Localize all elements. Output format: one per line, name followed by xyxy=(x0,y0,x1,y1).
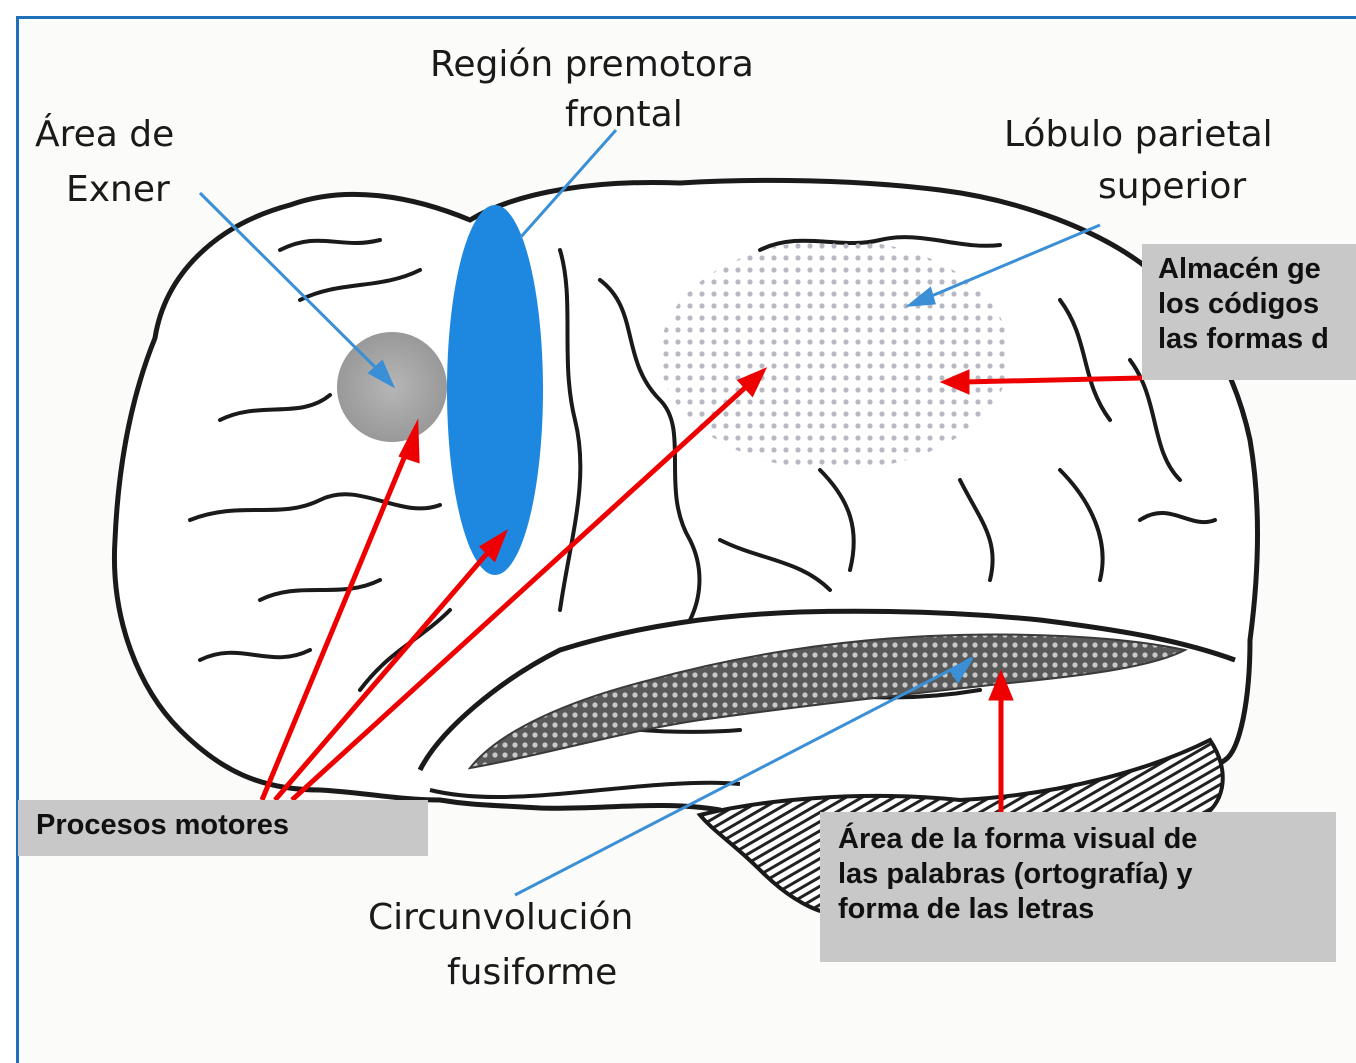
fusiforme-label: Circunvolución xyxy=(368,893,633,943)
label-pointers xyxy=(198,129,1101,897)
exner-label: Área de xyxy=(35,110,174,160)
exner-label-line2: Exner xyxy=(66,169,170,210)
forma-visual-box: Área de la forma visual de las palabras … xyxy=(820,812,1336,962)
premotora-label: Región premotora xyxy=(430,40,754,90)
fusiforme-label-line1: Circunvolución xyxy=(368,897,634,938)
forma-visual-line3: forma de las letras xyxy=(838,893,1095,925)
premotora-label-second: frontal xyxy=(565,90,683,140)
motor-arrows xyxy=(259,367,1143,812)
parietal-dotted-region xyxy=(660,240,1010,470)
premotora-label-line2: frontal xyxy=(565,94,683,135)
fusiform-region xyxy=(467,633,1188,770)
procesos-motores-label: Procesos motores xyxy=(36,809,290,841)
fusiforme-label-line2: fusiforme xyxy=(447,952,618,993)
parietal-label-line2: superior xyxy=(1098,166,1247,207)
forma-visual-line1: Área de la forma visual de xyxy=(838,823,1198,855)
temporal-lower-edge xyxy=(429,780,741,799)
almacen-line3: las formas d xyxy=(1158,323,1329,355)
parietal-label: Lóbulo parietal xyxy=(1004,110,1273,160)
forma-visual-line2: las palabras (ortografía) y xyxy=(838,858,1193,890)
exner-label-line1: Área de xyxy=(35,114,175,155)
almacen-box: Almacén ge los códigos las formas d xyxy=(1142,244,1356,380)
exner-area-circle xyxy=(337,332,447,442)
almacen-line2: los códigos xyxy=(1158,288,1320,320)
exner-label-second: Exner xyxy=(66,165,170,215)
fusiforme-label-second: fusiforme xyxy=(447,948,617,998)
parietal-label-line1: Lóbulo parietal xyxy=(1004,114,1273,155)
parietal-label-second: superior xyxy=(1098,162,1246,212)
procesos-motores-box: Procesos motores xyxy=(18,800,428,856)
premotor-region-ellipse xyxy=(447,205,543,575)
sylvian-fissure xyxy=(417,608,1236,772)
almacen-line1: Almacén ge xyxy=(1158,253,1321,285)
premotora-label-line1: Región premotora xyxy=(430,44,754,85)
